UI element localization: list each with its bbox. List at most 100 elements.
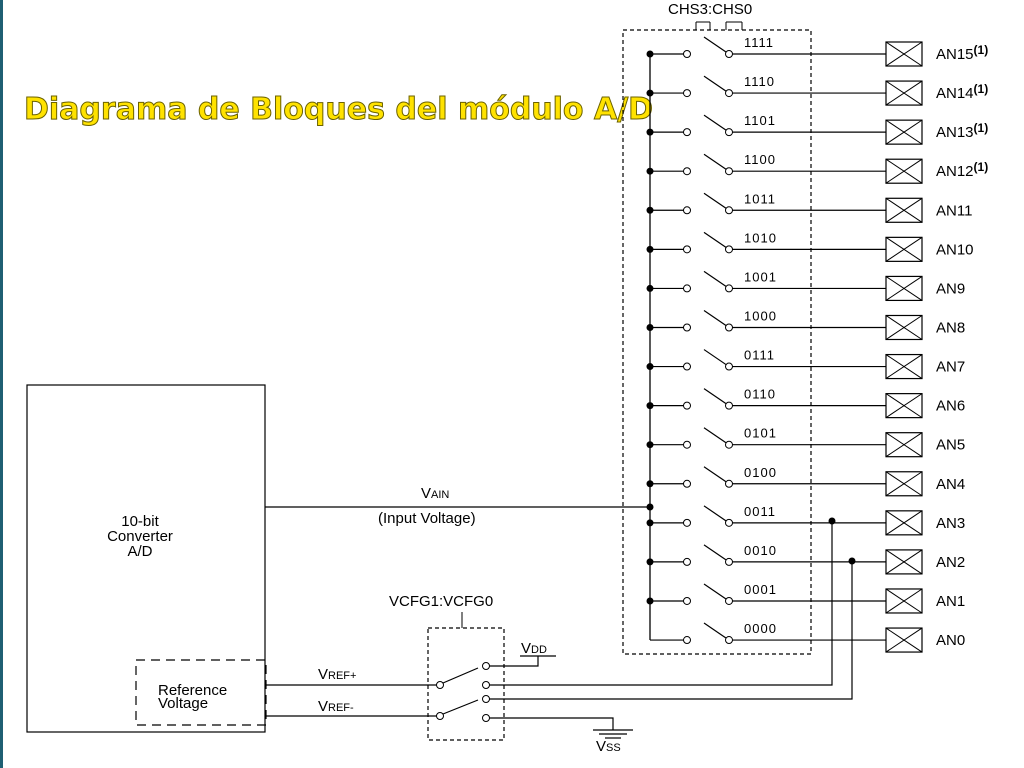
vref-plus-contact-vdd (482, 662, 490, 670)
switch-output-contact (725, 167, 733, 176)
pin-pad-cross (885, 197, 923, 223)
converter-label-line2: Converter (107, 528, 173, 545)
left-edge-bar (0, 0, 3, 768)
pin-pad-cross (885, 393, 923, 419)
vref-minus-switch-arm (442, 699, 479, 715)
reference-voltage-box (135, 659, 267, 726)
pin-label: AN10 (936, 241, 974, 258)
switch-input-contact (683, 479, 691, 488)
pin-pad-cross (885, 471, 923, 497)
switch-input-contact (683, 128, 691, 137)
switch-arm (703, 114, 727, 131)
pin-label: AN13(1) (936, 121, 988, 141)
switch-arm (703, 427, 727, 444)
an3-junction-dot (828, 517, 836, 525)
switch-output-contact (725, 636, 733, 645)
vain-junction-dot (646, 503, 654, 511)
pin-pad-cross (885, 510, 923, 536)
switch-output-contact (725, 557, 733, 566)
pin-pad-cross (885, 354, 923, 379)
channel-code: 0111 (744, 348, 775, 363)
converter-label-line3: A/D (127, 543, 152, 560)
vain-description: (Input Voltage) (378, 510, 476, 527)
pin-label: AN2 (936, 554, 965, 571)
channel-code: 1111 (744, 35, 774, 50)
pin-label: AN14(1) (936, 82, 988, 102)
an3-ref-wire (489, 521, 833, 686)
page-title: Diagrama de Bloques del módulo A/D (23, 92, 654, 128)
an2-junction-dot (848, 557, 856, 565)
pin-pad-cross (885, 432, 923, 458)
channel-code: 1010 (744, 230, 777, 245)
switch-output-contact (725, 518, 733, 527)
pin-pad-cross (885, 276, 923, 301)
vref-minus-contact-vss (482, 714, 490, 722)
switch-output-contact (725, 362, 733, 371)
vcfg-enclosure (427, 627, 505, 741)
channel-code: 0100 (744, 465, 777, 480)
switch-input-contact (683, 440, 691, 449)
switch-input-contact (683, 557, 691, 566)
pin-pad-cross (885, 41, 923, 67)
mux-select-ticks (695, 21, 743, 30)
vref-minus-switch-pole (436, 712, 444, 720)
channel-code: 1001 (744, 269, 777, 284)
channel-code: 0000 (744, 621, 777, 636)
vss-label: VSS (596, 738, 621, 755)
vdd-wire (489, 656, 539, 667)
switch-arm (703, 36, 727, 53)
pin-pad-cross (885, 80, 923, 106)
pin-pad-cross (885, 588, 923, 614)
an2-ref-wire (489, 561, 853, 700)
vdd-label: VDD (521, 640, 547, 657)
vain-label: VAIN (421, 485, 449, 502)
switch-arm (703, 349, 727, 366)
channel-code: 1101 (744, 113, 776, 128)
switch-input-contact (683, 167, 691, 176)
pin-label: AN4 (936, 476, 965, 493)
vref-minus-contact-an2 (482, 695, 490, 703)
channel-code: 1000 (744, 308, 777, 323)
switch-output-contact (725, 440, 733, 449)
switch-arm (703, 270, 727, 287)
switch-arm (703, 75, 727, 92)
pin-pad-cross (885, 549, 923, 575)
switch-input-contact (683, 636, 691, 645)
switch-input-contact (683, 596, 691, 605)
pin-label: AN15(1) (936, 43, 988, 63)
switch-input-contact (683, 284, 691, 293)
pin-pad-cross (885, 627, 923, 653)
switch-arm (703, 309, 727, 326)
reference-label-line2: Voltage (158, 695, 208, 712)
switch-output-contact (725, 89, 733, 98)
pin-label: AN0 (936, 632, 965, 649)
switch-arm (703, 505, 727, 522)
pin-label: AN1 (936, 593, 965, 610)
mux-select-label: CHS3:CHS0 (668, 1, 752, 18)
switch-output-contact (725, 128, 733, 137)
channel-code: 0001 (744, 582, 777, 597)
switch-arm (703, 466, 727, 483)
converter-label-line1: 10-bit (121, 513, 159, 530)
switch-output-contact (725, 596, 733, 605)
channel-code: 0011 (744, 504, 776, 519)
pin-pad-cross (885, 158, 923, 184)
switch-input-contact (683, 50, 691, 58)
switch-input-contact (683, 89, 691, 98)
pin-label: AN9 (936, 280, 965, 297)
pin-pad-cross (885, 119, 923, 145)
mux-enclosure (622, 29, 812, 655)
switch-output-contact (725, 401, 733, 410)
switch-arm (703, 622, 727, 639)
switch-arm (703, 231, 727, 248)
channel-code: 0110 (744, 387, 776, 402)
